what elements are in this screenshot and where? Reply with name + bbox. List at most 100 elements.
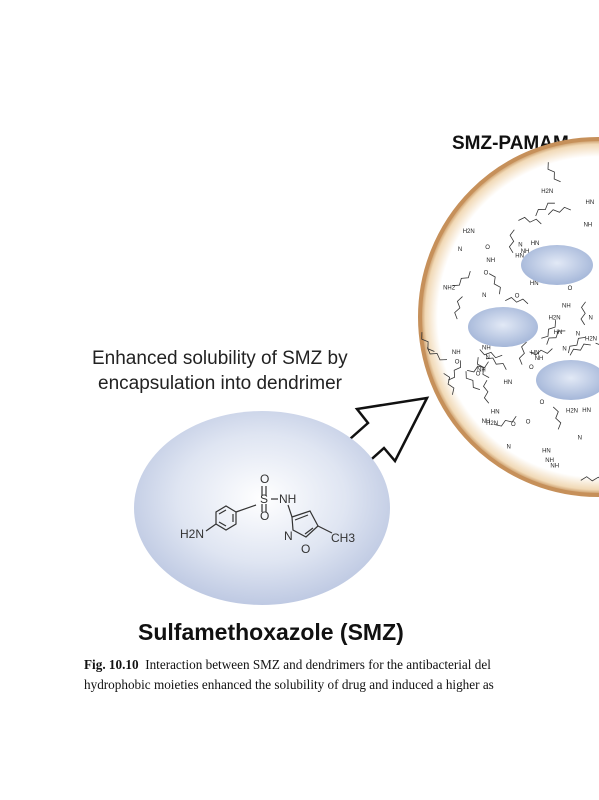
dendrimer-branch: [479, 349, 503, 359]
dendrimer-branch: [518, 216, 542, 225]
dendrimer-atom-label: N: [482, 293, 486, 299]
dendrimer-branch: [508, 229, 515, 254]
dendrimer-atom-label: N: [507, 444, 511, 450]
dendrimer-atom-label: H2N: [566, 409, 578, 415]
dendrimer-atom-label: O: [484, 271, 489, 277]
dendrimer-branch: [541, 320, 556, 339]
dendrimer-atom-label: H2N: [549, 316, 561, 322]
figure-caption: Fig. 10.10 Interaction between SMZ and d…: [84, 655, 599, 695]
atom-o-top: O: [260, 472, 269, 486]
dendrimer-atom-label: N: [589, 316, 593, 322]
atom-ring-n: N: [284, 529, 293, 543]
dendrimer-atom-label: NH: [535, 356, 544, 362]
caption-label: Fig. 10.10: [84, 657, 139, 672]
dendrimer-branch: [494, 415, 517, 427]
dendrimer-branch: [483, 380, 490, 404]
atom-s: S: [260, 492, 268, 506]
dendrimer-branch: [467, 361, 489, 373]
dendrimer-atom-label: O: [526, 419, 531, 425]
atom-o-bottom: O: [260, 509, 269, 523]
smz-atom-labels: O S NH O H2N N O CH3: [180, 472, 355, 556]
dendrimer-atom-label: NH: [545, 458, 554, 464]
drug-pocket: [521, 245, 593, 285]
dendrimer-branch: [552, 406, 562, 430]
dendrimer-atom-label: NH: [486, 258, 495, 264]
dendrimer-atom-label: N: [518, 243, 522, 249]
dendrimer-branch: [443, 373, 455, 395]
dendrimer-branch: [426, 347, 448, 361]
dendrimer-atom-label: HN: [542, 448, 551, 454]
annotation-line-1: Enhanced solubility of SMZ by: [92, 348, 348, 369]
dendrimer-atom-label: O: [476, 372, 481, 378]
caption-text-1: Interaction between SMZ and dendrimers f…: [145, 657, 491, 672]
dendrimer-atom-label: O: [540, 400, 545, 406]
dendrimer-branch: [518, 341, 527, 365]
dendrimer-atom-label: O: [529, 365, 534, 371]
atom-nh: NH: [279, 492, 296, 506]
dendrimer-atom-label: O: [568, 286, 573, 292]
dendrimer-branch: [452, 270, 471, 287]
dendrimer-branch: [448, 360, 462, 381]
dendrimer-branch: [569, 343, 591, 356]
dendrimer-atom-label: HN: [515, 254, 524, 260]
dendrimer-atom-label: N: [578, 435, 582, 441]
dendrimer-atom-label: O: [511, 422, 516, 428]
atom-ch3: CH3: [331, 531, 355, 545]
figure-graphic: SMZ-PAMAM c NHHNOHNH2NNHNHNOHNNHH2NHNNON…: [92, 133, 599, 645]
dendrimer-atom-label: HN: [586, 200, 595, 206]
drug-pocket: [468, 307, 538, 347]
dendrimer-branch: [580, 301, 586, 326]
dendrimer-atom-label: O: [485, 245, 490, 251]
dendrimer-branch: [580, 476, 599, 482]
dendrimer-atom-label: HN: [531, 350, 540, 356]
dendrimer-atom-labels: NHHNOHNH2NNHNHNOHNNHH2NHNNONNHH2NOHNNNHH…: [443, 189, 597, 469]
dendrimer-atom-label: H2N: [585, 337, 597, 343]
dendrimer-atom-label: NH: [521, 249, 530, 255]
dendrimer-atom-label: H2N: [486, 421, 498, 427]
dendrimer-branch: [488, 273, 501, 295]
dendrimer-branch: [535, 202, 555, 217]
caption-line-2: hydrophobic moieties enhanced the solubi…: [84, 677, 494, 692]
dendrimer-atom-label: HN: [582, 408, 591, 414]
dendrimer-branches: [421, 162, 599, 482]
annotation-line-2: encapsulation into dendrimer: [98, 373, 343, 394]
dendrimer-branch: [529, 348, 553, 356]
dendrimer-branch: [485, 357, 507, 370]
dendrimer-sphere: NHHNOHNH2NNHNHNOHNNHH2NHNNONNHH2NOHNNNHH…: [418, 137, 599, 497]
dendrimer-atom-label: N: [576, 331, 580, 337]
dendrimer-branch: [505, 297, 529, 305]
dendrimer-branch: [568, 337, 586, 354]
dendrimer-branch: [454, 296, 463, 320]
dendrimer-branch: [421, 332, 435, 352]
dendrimer-atom-label: HN: [504, 380, 513, 386]
dendrimer-branch: [546, 330, 566, 345]
dendrimer-atom-label: N: [562, 346, 566, 352]
dendrimer-atom-label: O: [515, 293, 520, 299]
dendrimer-atom-label: HN: [530, 281, 539, 287]
dendrimer-atom-label: NH2: [443, 285, 456, 291]
dendrimer-branch: [547, 206, 571, 215]
dendrimer-branch: [465, 371, 481, 390]
caption-line-1: Fig. 10.10 Interaction between SMZ and d…: [84, 655, 599, 675]
molecule-name: Sulfamethoxazole (SMZ): [138, 619, 404, 645]
dendrimer-atom-label: NH: [477, 368, 486, 374]
dendrimer-atom-label: HN: [554, 330, 563, 336]
dendrimer-atom-label: O: [455, 360, 460, 366]
dendrimer-atom-label: H2N: [463, 229, 475, 235]
dendrimer-atom-label: N: [458, 247, 462, 253]
drug-pocket: [536, 360, 599, 400]
dendrimer-atom-label: NH: [584, 223, 593, 229]
dendrimer-atom-label: NH: [482, 419, 491, 425]
dendrimer-branch: [547, 162, 561, 183]
smz-structure: [205, 486, 333, 538]
dendrimer-atom-label: HN: [491, 409, 500, 415]
dendrimer-atom-label: NH: [482, 346, 491, 352]
dendrimer-atom-label: NH: [452, 350, 461, 356]
dendrimer-atom-label: NH: [562, 304, 571, 310]
dendrimer-atom-label: H2N: [541, 189, 553, 195]
atom-h2n: H2N: [180, 527, 204, 541]
dendrimer-atom-label: NH: [550, 464, 559, 470]
dendrimer-atom-label: HN: [531, 241, 540, 247]
dendrimer-atom-label: N: [486, 355, 490, 361]
atom-ring-o: O: [301, 542, 310, 556]
